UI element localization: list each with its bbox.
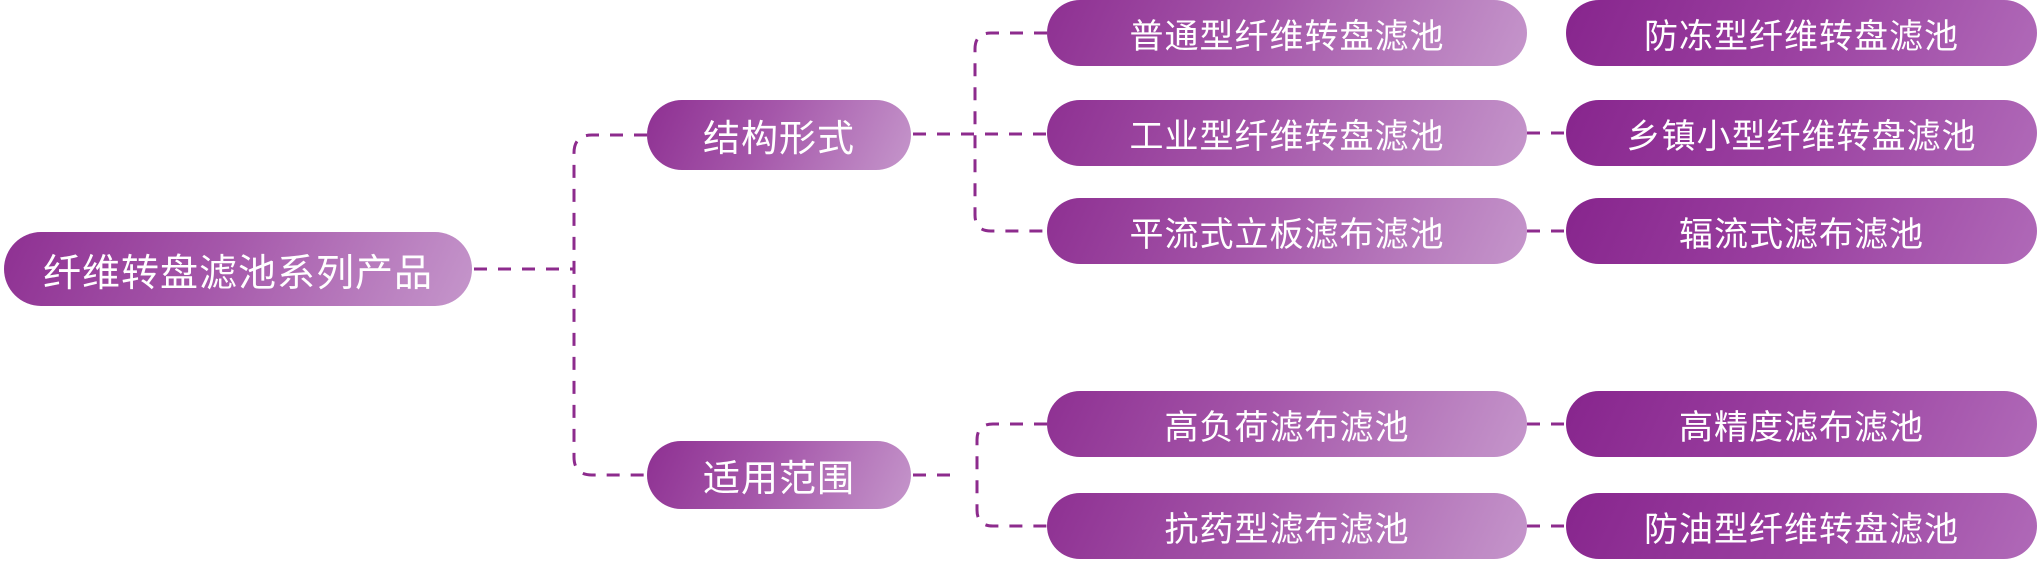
node-oil-proof-fiber-disc-filter: 防油型纤维转盘滤池 [1566, 493, 2037, 559]
connector-scope-children-trunk [975, 422, 1047, 528]
branch-node-structure-form: 结构形式 [647, 100, 911, 170]
node-radial-flow-cloth-filter: 辐流式滤布滤池 [1566, 198, 2037, 264]
connector-root-branch-trunk [572, 133, 647, 477]
node-high-load-cloth-filter: 高负荷滤布滤池 [1047, 391, 1527, 457]
node-industrial-fiber-disc-filter: 工业型纤维转盘滤池 [1047, 100, 1527, 166]
node-horizontal-flow-plate-filter: 平流式立板滤布滤池 [1047, 198, 1527, 264]
node-high-precision-cloth-filter: 高精度滤布滤池 [1566, 391, 2037, 457]
node-antifreeze-fiber-disc-filter: 防冻型纤维转盘滤池 [1566, 0, 2037, 66]
connector-structure-children-trunk [973, 31, 1047, 233]
branch-node-application-scope: 适用范围 [647, 441, 911, 509]
node-ordinary-fiber-disc-filter: 普通型纤维转盘滤池 [1047, 0, 1527, 66]
node-chemical-resistant-cloth-filter: 抗药型滤布滤池 [1047, 493, 1527, 559]
root-node: 纤维转盘滤池系列产品 [4, 232, 472, 306]
node-township-small-fiber-disc-filter: 乡镇小型纤维转盘滤池 [1566, 100, 2037, 166]
